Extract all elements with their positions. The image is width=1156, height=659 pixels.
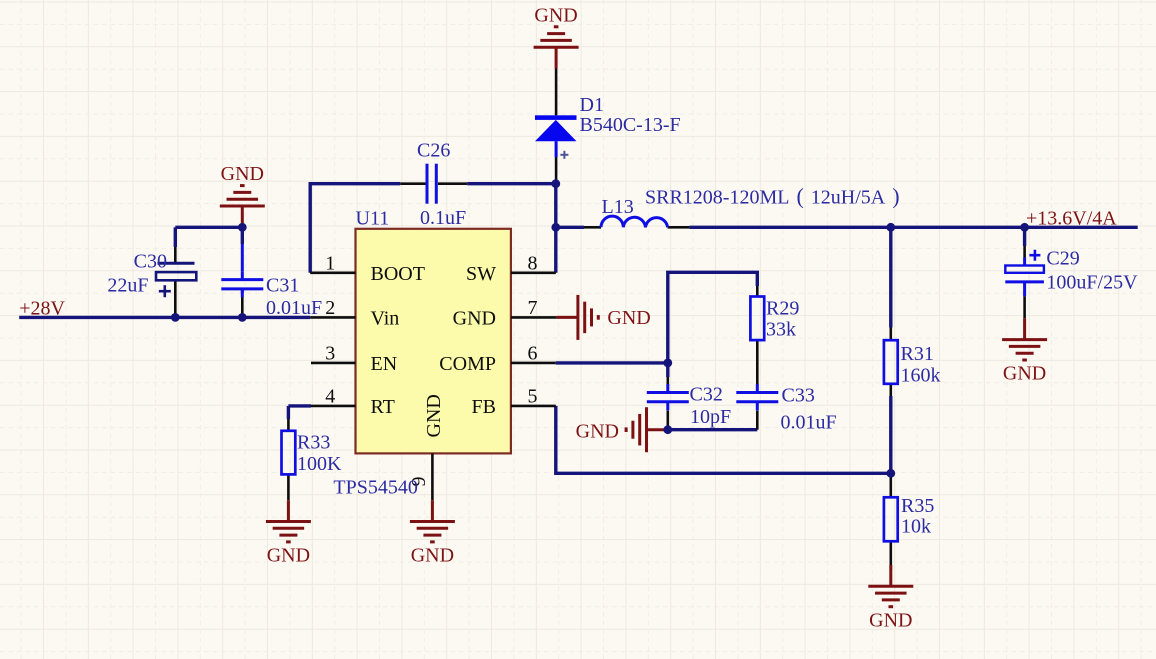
svg-text:SW: SW <box>466 263 496 285</box>
svg-text:GND: GND <box>1003 363 1046 385</box>
svg-text:FB: FB <box>472 396 496 418</box>
svg-text:RT: RT <box>371 396 395 418</box>
svg-text:C26: C26 <box>417 140 450 162</box>
svg-text:0.01uF: 0.01uF <box>781 412 837 434</box>
svg-text:GND: GND <box>869 609 912 631</box>
svg-text:7: 7 <box>528 297 538 319</box>
svg-text:160k: 160k <box>901 365 941 387</box>
svg-text:C31: C31 <box>266 275 299 297</box>
svg-text:0.01uF: 0.01uF <box>266 297 322 319</box>
svg-text:D1: D1 <box>580 94 604 116</box>
svg-text:1: 1 <box>325 252 335 274</box>
svg-text:GND: GND <box>423 394 445 437</box>
svg-text:C29: C29 <box>1046 248 1079 270</box>
svg-text:GND: GND <box>607 307 650 329</box>
svg-text:BOOT: BOOT <box>371 263 425 285</box>
svg-text:B540C-13-F: B540C-13-F <box>580 114 681 136</box>
svg-text:U11: U11 <box>356 208 390 230</box>
svg-text:C33: C33 <box>782 385 815 407</box>
svg-text:0.1uF: 0.1uF <box>420 207 466 229</box>
svg-text:GND: GND <box>576 420 619 442</box>
svg-text:+13.6V/4A: +13.6V/4A <box>1026 208 1117 230</box>
svg-text:6: 6 <box>528 342 538 364</box>
svg-text:R33: R33 <box>297 432 330 454</box>
svg-text:GND: GND <box>221 163 264 185</box>
svg-text:SRR1208-120ML(12uH/5A): SRR1208-120ML(12uH/5A) <box>645 184 900 209</box>
svg-text:2: 2 <box>325 297 335 319</box>
svg-text:GND: GND <box>534 4 577 26</box>
svg-text:TPS54540: TPS54540 <box>333 477 417 499</box>
svg-text:EN: EN <box>371 353 398 375</box>
svg-text:9: 9 <box>408 477 430 487</box>
svg-text:COMP: COMP <box>439 353 496 375</box>
svg-text:GND: GND <box>411 545 454 567</box>
svg-text:8: 8 <box>528 252 538 274</box>
svg-text:R31: R31 <box>901 343 934 365</box>
svg-text:5: 5 <box>528 385 538 407</box>
svg-text:100uF/25V: 100uF/25V <box>1046 272 1138 294</box>
svg-text:C30: C30 <box>134 251 167 273</box>
svg-text:33k: 33k <box>766 319 796 341</box>
svg-text:C32: C32 <box>690 384 723 406</box>
svg-text:Vin: Vin <box>371 307 400 329</box>
svg-text:GND: GND <box>453 307 496 329</box>
svg-text:3: 3 <box>325 342 335 364</box>
svg-text:4: 4 <box>325 385 335 407</box>
svg-text:GND: GND <box>267 545 310 567</box>
svg-text:10pF: 10pF <box>690 406 731 428</box>
svg-text:22uF: 22uF <box>107 275 148 297</box>
svg-text:+28V: +28V <box>19 297 65 319</box>
svg-text:R35: R35 <box>901 495 934 517</box>
svg-text:10k: 10k <box>901 516 931 538</box>
svg-text:R29: R29 <box>766 298 799 320</box>
svg-text:L13: L13 <box>602 196 634 218</box>
svg-text:100K: 100K <box>297 453 342 475</box>
